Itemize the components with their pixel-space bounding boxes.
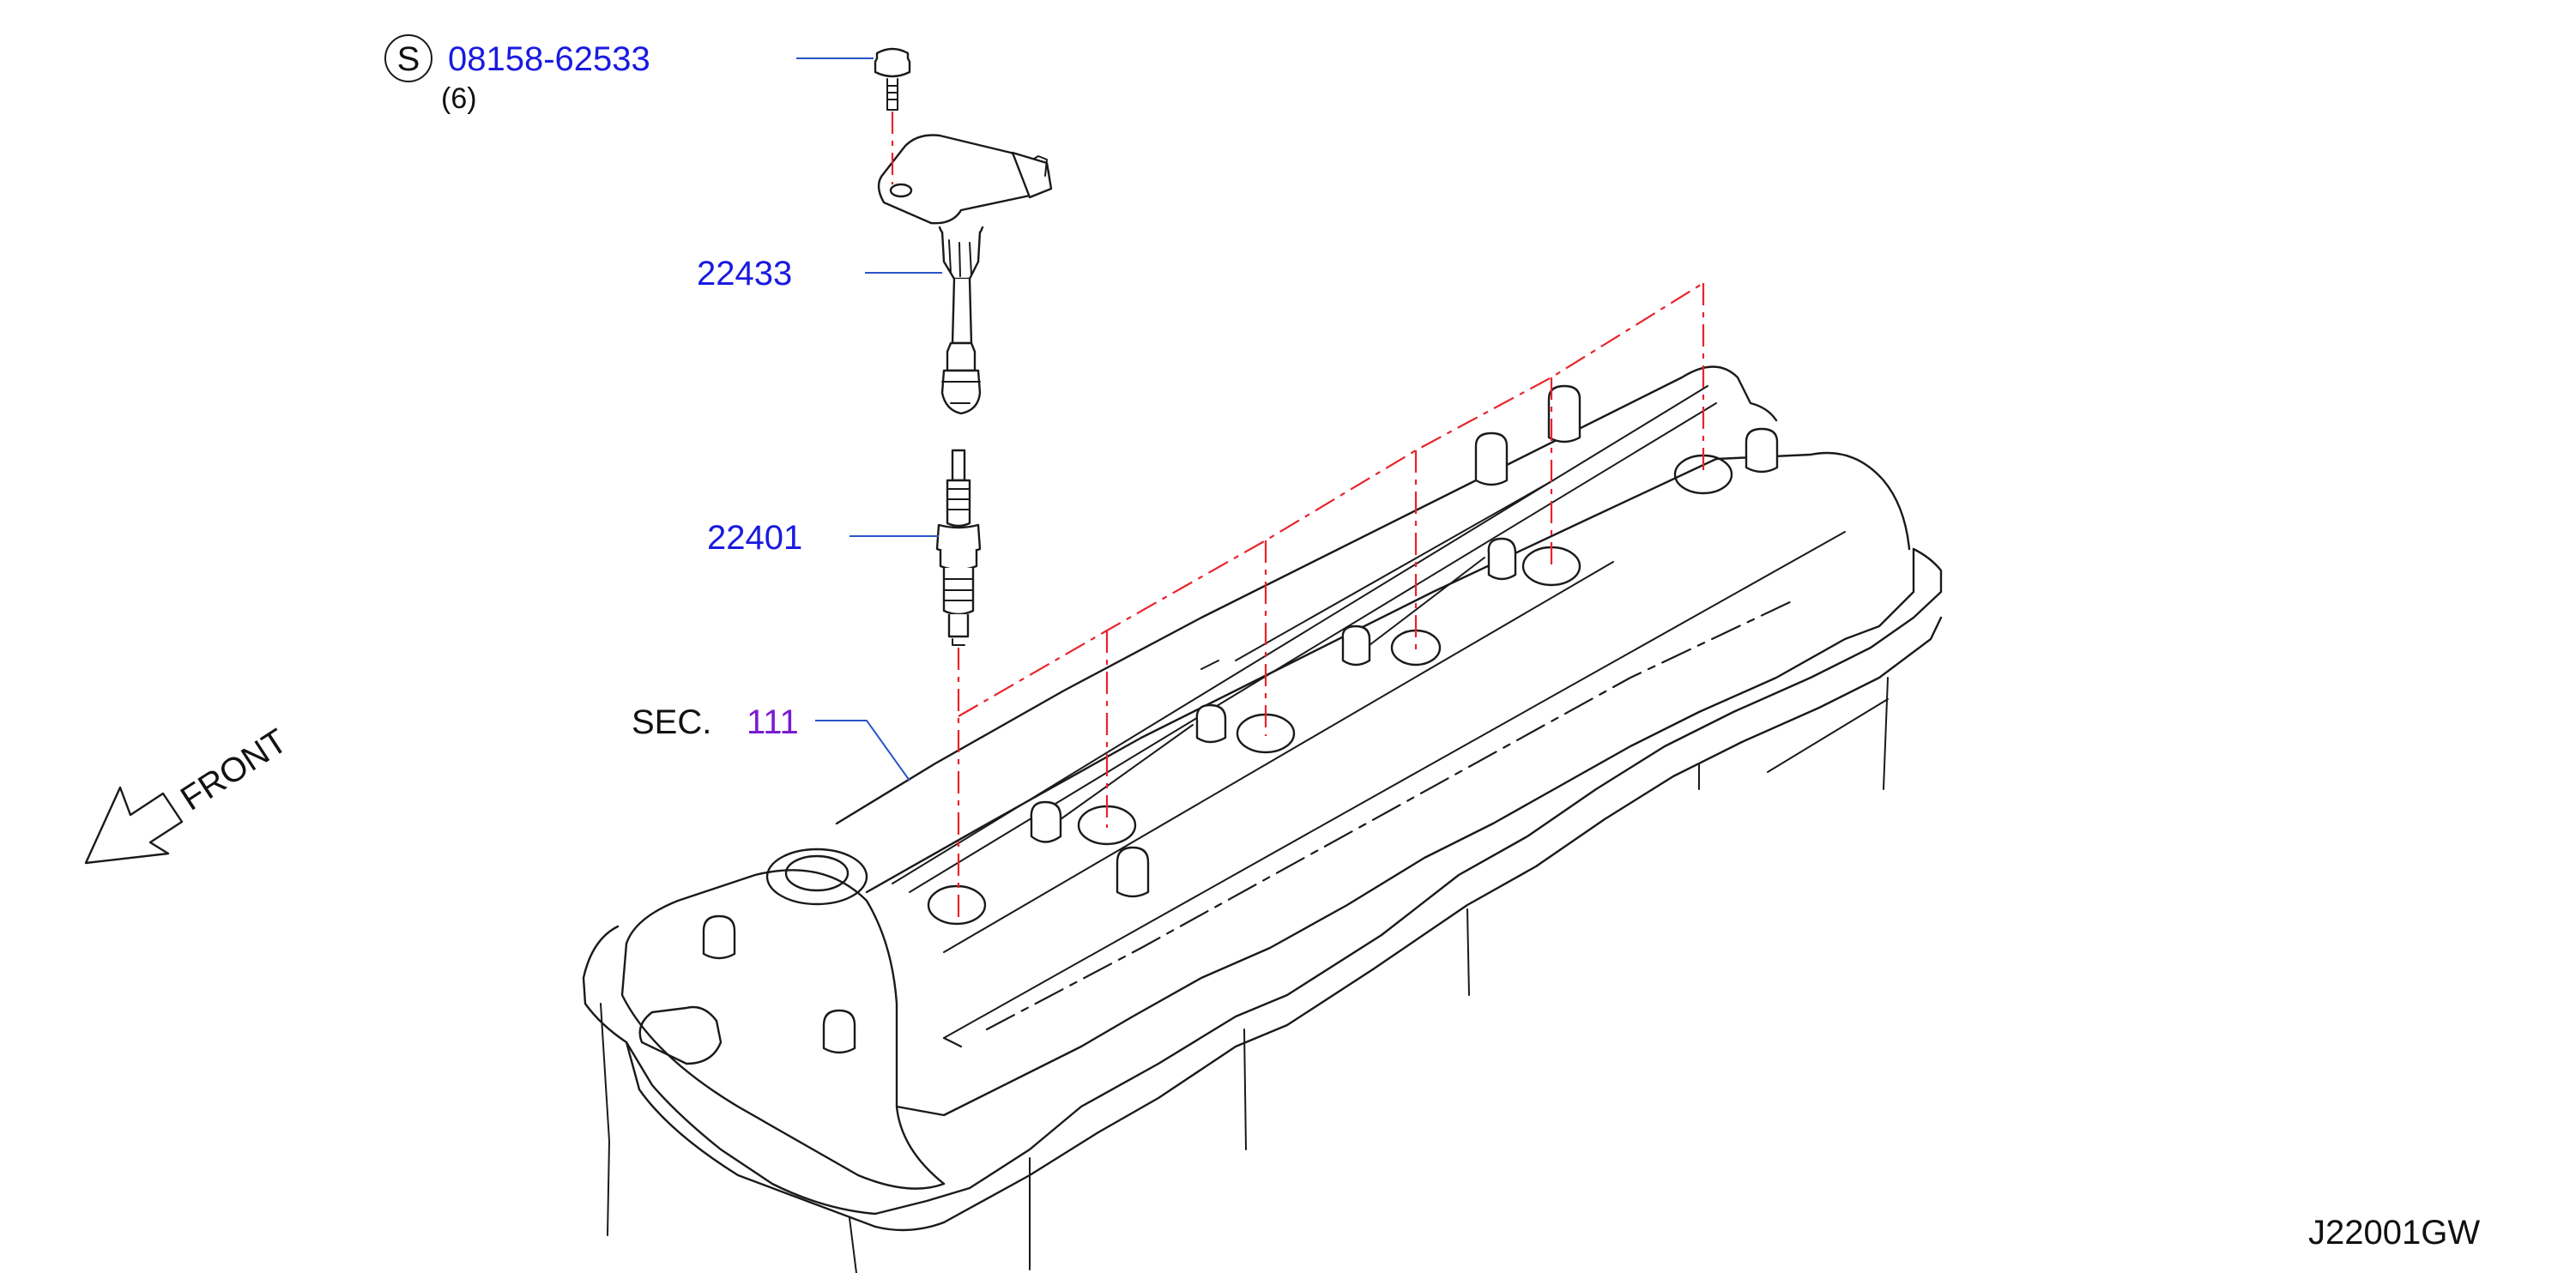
leader-lines (796, 57, 942, 781)
ignition-coil-part-number[interactable]: 22433 (697, 255, 792, 293)
diagram-id: J22001GW (2308, 1214, 2480, 1252)
bolt-drawing (874, 47, 911, 111)
service-symbol-circle (384, 34, 432, 82)
front-direction-indicator: FRONT (84, 722, 294, 865)
front-arrow-icon (84, 786, 184, 865)
bolt-quantity: (6) (441, 82, 477, 115)
spark-plug-drawing (935, 449, 982, 646)
assembly-axis-lines (891, 112, 1705, 918)
section-reference: SEC. 111 (632, 703, 799, 741)
rocker-cover-drawing (582, 365, 1943, 1273)
service-symbol: S (397, 40, 420, 78)
bolt-callout: S 08158-62533 (6) (384, 34, 650, 115)
section-prefix: SEC. (632, 703, 711, 741)
ignition-coil-drawing (877, 134, 1053, 415)
spark-plug-part-number[interactable]: 22401 (707, 519, 802, 557)
front-label: FRONT (174, 722, 294, 818)
bolt-part-number[interactable]: 08158-62533 (448, 40, 650, 78)
section-number[interactable]: 111 (747, 703, 799, 741)
